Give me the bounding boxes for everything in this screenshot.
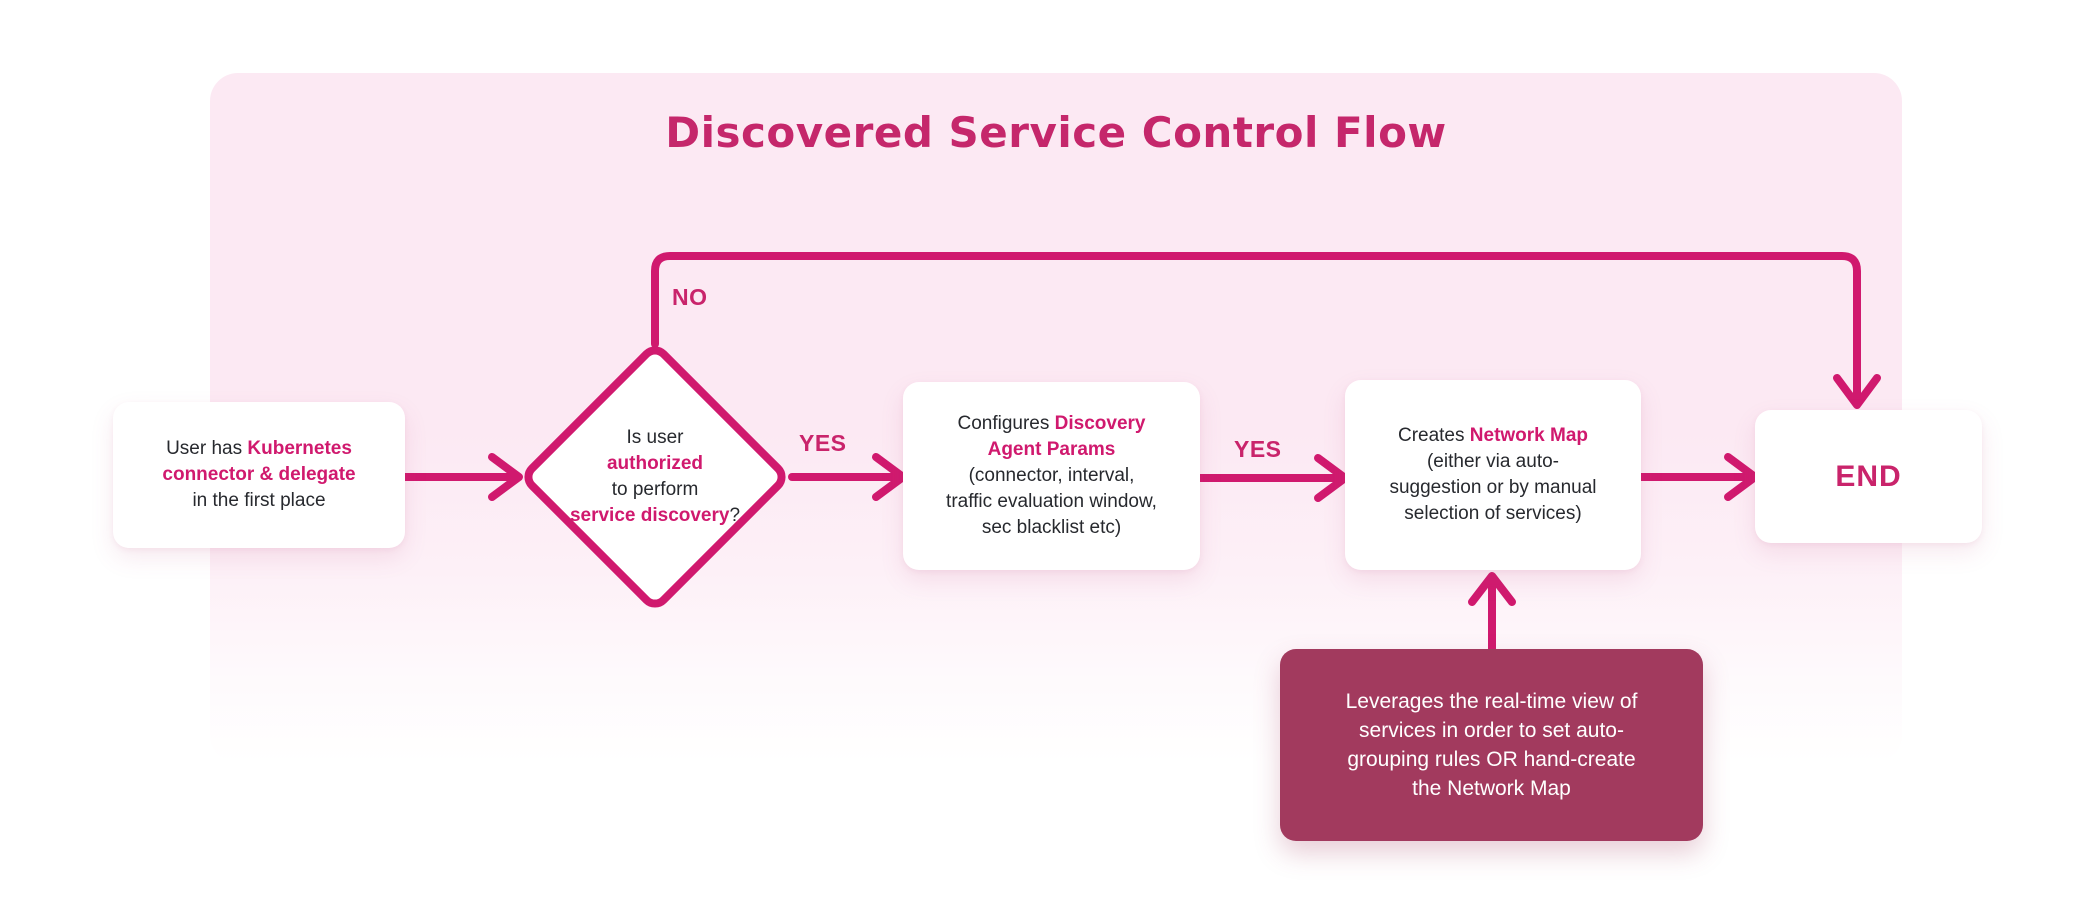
node-decision: Is user authorized to perform service di… bbox=[517, 339, 793, 615]
node-configure-text: Configures Discovery Agent Params (conne… bbox=[924, 411, 1179, 541]
node-start-text-plain: User has bbox=[166, 438, 248, 459]
edge-start-decision bbox=[401, 453, 523, 501]
decision-text-plain3: ? bbox=[729, 505, 741, 526]
decision-text-em-authorized: authorized bbox=[606, 453, 704, 474]
configure-text-plain: Configures bbox=[957, 413, 1055, 434]
decision-text-plain: Is user bbox=[626, 427, 684, 448]
configure-text-plain2: (connector, interval, traffic evaluation… bbox=[946, 465, 1157, 538]
node-create-network-map: Creates Network Map (either via auto- su… bbox=[1345, 380, 1641, 570]
diagram-title: Discovered Service Control Flow bbox=[665, 108, 1447, 157]
node-start-text-em: Kubernetes connector & delegate bbox=[162, 438, 356, 485]
decision-text-plain2: to perform bbox=[611, 479, 699, 500]
create-text-plain2: (either via auto- suggestion or by manua… bbox=[1389, 451, 1597, 524]
decision-text-em-service-discovery: service discovery bbox=[569, 505, 730, 526]
edge-label-no: NO bbox=[672, 284, 708, 310]
node-start: User has Kubernetes connector & delegate… bbox=[113, 402, 405, 548]
create-text-plain: Creates bbox=[1397, 425, 1470, 446]
node-start-text-plain2: in the first place bbox=[192, 490, 326, 511]
node-create-text: Creates Network Map (either via auto- su… bbox=[1366, 423, 1621, 527]
node-end: END bbox=[1755, 410, 1982, 543]
edge-label-yes-1: YES bbox=[799, 430, 847, 456]
note-box: Leverages the real-time view of services… bbox=[1280, 649, 1703, 841]
edge-decision-end-no bbox=[651, 252, 1881, 409]
edge-label-yes-2: YES bbox=[1234, 436, 1282, 462]
edge-note-create bbox=[1468, 572, 1516, 653]
node-end-label: END bbox=[1835, 459, 1902, 493]
edge-create-end bbox=[1636, 453, 1759, 501]
edge-configure-create bbox=[1196, 454, 1349, 502]
node-decision-text: Is user authorized to perform service di… bbox=[545, 425, 765, 529]
edge-decision-configure bbox=[788, 453, 907, 501]
note-text: Leverages the real-time view of services… bbox=[1345, 690, 1638, 800]
configure-text-em: Discovery Agent Params bbox=[987, 413, 1146, 460]
node-configure: Configures Discovery Agent Params (conne… bbox=[903, 382, 1200, 570]
create-text-em: Network Map bbox=[1469, 425, 1589, 446]
node-start-text: User has Kubernetes connector & delegate… bbox=[144, 436, 374, 514]
